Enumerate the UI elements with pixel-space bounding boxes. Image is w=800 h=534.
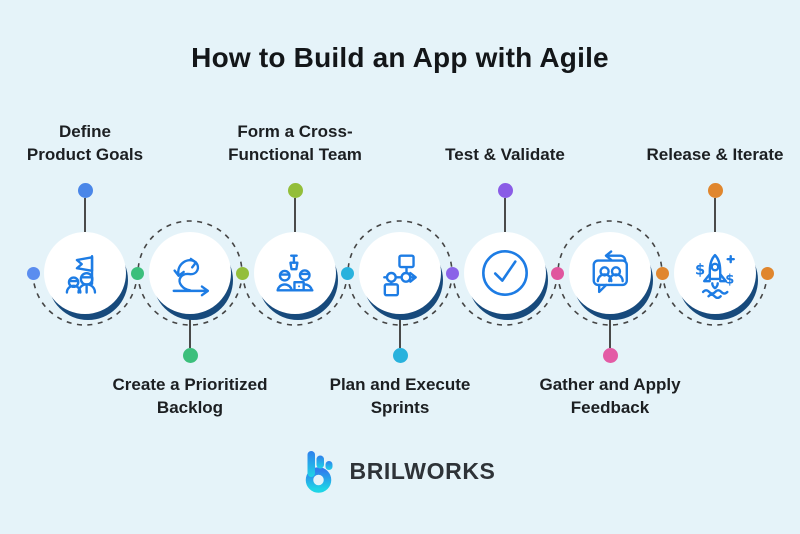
team-desk-icon <box>276 254 314 292</box>
step-label: Create a Prioritized Backlog <box>98 373 282 419</box>
svg-text:$: $ <box>695 262 705 279</box>
timeline-dot <box>341 266 354 280</box>
step-label-line: Form a Cross- <box>237 121 353 141</box>
step-label-line: Define <box>59 121 111 141</box>
step-connector-line <box>504 198 506 232</box>
brilworks-logo-icon <box>305 451 333 493</box>
step-circle <box>44 232 126 314</box>
step-connector-line <box>294 198 296 232</box>
step-label-line: Plan and Execute <box>329 375 471 394</box>
step-dot <box>497 183 513 198</box>
step-label: Gather and Apply Feedback <box>518 373 702 419</box>
step-connector-line <box>399 314 401 348</box>
step-circle <box>569 232 651 314</box>
step-circle <box>254 232 336 314</box>
step-circle: $ $ <box>674 232 756 314</box>
step-label: Define Product Goals <box>0 116 177 166</box>
step-dot <box>287 183 303 198</box>
step-dot <box>77 183 93 198</box>
timeline-dot <box>236 266 249 280</box>
timeline-dot <box>26 266 40 280</box>
timeline-dot <box>446 266 459 280</box>
step-dot <box>707 183 723 198</box>
timeline-dot <box>551 266 564 280</box>
step-label-line: Create a Prioritized <box>112 375 268 394</box>
flowchart-icon <box>383 254 417 297</box>
timeline-dot <box>131 266 144 280</box>
team-goal-icon <box>65 255 97 294</box>
sprint-loop-icon <box>172 257 210 297</box>
feedback-chat-icon <box>592 250 628 294</box>
timeline-dot <box>760 266 774 280</box>
step-label-line: Product Goals <box>26 144 144 164</box>
step-circle <box>464 232 546 314</box>
step-label-line: Release & Iterate <box>646 144 784 164</box>
step-circle <box>359 232 441 314</box>
step-dot <box>392 348 408 363</box>
step-label-line: Functional Team <box>228 144 362 164</box>
step-connector-line <box>714 198 716 232</box>
step-label-line: Test & Validate <box>445 144 565 164</box>
step-circle <box>149 232 231 314</box>
page-title: How to Build an App with Agile <box>191 42 609 73</box>
step-connector-line <box>189 314 191 348</box>
step-label: Plan and Execute Sprints <box>308 373 492 419</box>
svg-text:$: $ <box>725 272 734 287</box>
step-connector-line <box>84 198 86 232</box>
rocket-icon: $ $ <box>695 253 735 299</box>
step-label-line: Gather and Apply <box>539 375 681 394</box>
step-label-line: Backlog <box>156 398 224 418</box>
brand-logo: BRILWORKS <box>0 447 800 495</box>
check-circle-icon <box>482 250 528 296</box>
step-label-line: Sprints <box>370 398 430 418</box>
step-label: Test & Validate <box>413 116 597 166</box>
step-connector-line <box>609 314 611 348</box>
step-label: Form a Cross- Functional Team <box>203 116 387 166</box>
step-dot <box>182 348 198 363</box>
brilworks-logo-text: BRILWORKS <box>349 457 496 484</box>
step-label: Release & Iterate <box>623 116 800 166</box>
step-dot <box>602 348 618 363</box>
timeline-dot <box>656 266 669 280</box>
step-label-line: Feedback <box>570 398 650 418</box>
